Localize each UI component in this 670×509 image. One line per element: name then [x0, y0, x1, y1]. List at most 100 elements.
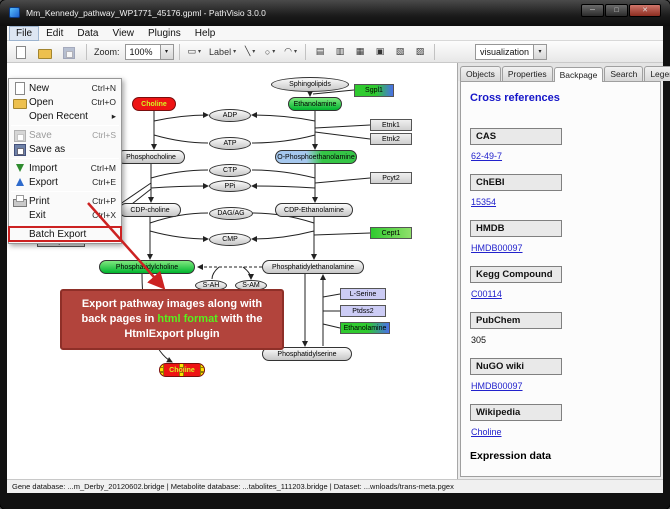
tab-search[interactable]: Search — [604, 66, 644, 81]
menu-separator — [11, 158, 119, 159]
title-bar[interactable]: Mm_Kennedy_pathway_WP1771_45176.gpml - P… — [0, 0, 670, 26]
arc-tool[interactable]: ◠▾ — [281, 43, 300, 61]
node-label: Ethanolamine — [293, 100, 337, 108]
selection-handle[interactable] — [179, 372, 184, 376]
callout-text-before: Export pathway images along with back pa… — [81, 298, 263, 325]
tab-properties[interactable]: Properties — [501, 66, 553, 81]
label-tool[interactable]: Label▾ — [206, 43, 239, 61]
gene-product-tool[interactable]: ▭▾ — [185, 43, 205, 61]
selection-handle[interactable] — [200, 372, 204, 376]
menu-item-shortcut: Ctrl+N — [91, 83, 116, 93]
file-menu-item-open-recent[interactable]: Open Recent▸ — [9, 109, 121, 123]
pathway-node-adp[interactable]: ADP — [209, 109, 251, 122]
xref-value-kegg-compound[interactable]: C00114 — [471, 289, 502, 299]
align-center-button-icon: ▥ — [335, 46, 345, 56]
pathway-node-cmp[interactable]: CMP — [209, 233, 251, 246]
pathway-node-ppi[interactable]: PPi — [209, 180, 251, 192]
blank-icon — [13, 228, 26, 240]
save-as-icon — [13, 143, 26, 156]
pathway-node-etnk2[interactable]: Etnk2 — [370, 133, 412, 145]
xref-value-cas[interactable]: 62-49-7 — [471, 151, 503, 161]
pathway-node-dag-ag[interactable]: DAG/AG — [209, 207, 253, 220]
pathway-node-pcyt2[interactable]: Pcyt2 — [370, 172, 412, 184]
menu-item-shortcut: Ctrl+S — [92, 130, 116, 140]
node-label: Pcyt2 — [382, 174, 400, 182]
menu-item-shortcut: Ctrl+O — [91, 97, 116, 107]
menu-data[interactable]: Data — [77, 27, 99, 39]
xref-value-hmdb[interactable]: HMDB00097 — [471, 243, 523, 253]
pathway-node-ptdss2[interactable]: Ptdss2 — [340, 305, 386, 317]
import-icon — [13, 162, 26, 174]
line-tool[interactable]: ╲▾ — [241, 43, 259, 61]
xref-value-nugo-wiki[interactable]: HMDB00097 — [471, 381, 523, 391]
distribute-horizontal-button[interactable]: ▧ — [391, 43, 409, 61]
tab-backpage[interactable]: Backpage — [553, 67, 604, 82]
pathway-node-choline[interactable]: Choline — [159, 363, 205, 377]
chevron-down-icon[interactable]: ▾ — [159, 44, 173, 59]
pathway-node-l-serine[interactable]: L-Serine — [340, 288, 386, 300]
close-button[interactable]: ✕ — [629, 4, 661, 17]
pathway-node-sphingolipids[interactable]: Sphingolipids — [271, 77, 349, 92]
minimize-button[interactable]: ─ — [581, 4, 604, 17]
align-center-button[interactable]: ▥ — [331, 43, 349, 61]
selection-handle[interactable] — [160, 372, 164, 376]
pathway-node-choline[interactable]: Choline — [132, 97, 176, 111]
file-menu-item-batch-export[interactable]: Batch Export — [8, 226, 122, 242]
expression-data-header: Expression data — [470, 450, 552, 462]
tab-legend[interactable]: Legend — [644, 66, 670, 81]
pathway-node-etnk1[interactable]: Etnk1 — [370, 119, 412, 131]
align-middle-button[interactable]: ▣ — [371, 43, 389, 61]
save-button[interactable] — [59, 43, 81, 61]
pathway-node-phosphatidylethanolamine[interactable]: Phosphatidylethanolamine — [262, 260, 364, 274]
tab-objects[interactable]: Objects — [460, 66, 501, 81]
zoom-combo[interactable]: 100%▾ — [124, 43, 174, 60]
pathway-node-ctp[interactable]: CTP — [209, 164, 251, 177]
menu-file[interactable]: File — [9, 25, 40, 41]
pathway-node-atp[interactable]: ATP — [209, 137, 251, 150]
menu-item-shortcut: Ctrl+E — [92, 177, 116, 187]
file-menu-item-save-as[interactable]: Save as — [9, 142, 121, 156]
align-top-button-icon: ▦ — [355, 46, 365, 56]
menu-separator — [11, 191, 119, 192]
open-button[interactable] — [35, 43, 57, 61]
align-top-button[interactable]: ▦ — [351, 43, 369, 61]
menu-plugins[interactable]: Plugins — [147, 27, 181, 39]
pathway-node-phosphocholine[interactable]: Phosphocholine — [117, 150, 185, 164]
blank-icon — [13, 209, 26, 221]
xref-value-wikipedia[interactable]: Choline — [471, 427, 502, 437]
align-left-button[interactable]: ▤ — [311, 43, 329, 61]
pathway-node-ethanolamine[interactable]: Ethanolamine — [340, 322, 390, 334]
menu-help[interactable]: Help — [194, 27, 216, 39]
distribute-vertical-button[interactable]: ▨ — [411, 43, 429, 61]
selection-handle[interactable] — [179, 364, 184, 368]
pathway-node-cept1[interactable]: Cept1 — [370, 227, 412, 239]
chevron-down-icon: ▾ — [293, 49, 297, 55]
menu-edit[interactable]: Edit — [46, 27, 64, 39]
toolbar-separator — [304, 43, 306, 60]
visualization-combo[interactable]: visualization▾ — [474, 43, 547, 60]
pathway-node-sgpl1[interactable]: Sgpl1 — [354, 84, 394, 97]
pathway-node-phosphatidylcholine[interactable]: Phosphatidylcholine — [99, 260, 195, 274]
pathway-node-cdp-choline[interactable]: CDP-choline — [119, 203, 181, 217]
pathway-node-phosphatidylserine[interactable]: Phosphatidylserine — [262, 347, 352, 361]
main-area: Export pathway images along with back pa… — [7, 63, 670, 479]
maximize-button[interactable]: □ — [605, 4, 628, 17]
new-button[interactable] — [11, 43, 33, 61]
pathway-node-o-phosphoethanolamine[interactable]: O-Phosphoethanolamine — [275, 150, 357, 164]
pathway-node-ethanolamine[interactable]: Ethanolamine — [288, 97, 342, 111]
pathway-node-cdp-ethanolamine[interactable]: CDP-Ethanolamine — [275, 203, 353, 217]
node-label: O-Phosphoethanolamine — [277, 153, 355, 161]
ellipse-tool[interactable]: ○▾ — [261, 43, 279, 61]
chevron-down-icon[interactable]: ▾ — [533, 44, 546, 59]
selection-handle[interactable] — [200, 367, 204, 372]
selection-handle[interactable] — [160, 367, 164, 372]
menu-view[interactable]: View — [112, 27, 134, 39]
xref-value-chebi[interactable]: 15354 — [471, 197, 497, 207]
